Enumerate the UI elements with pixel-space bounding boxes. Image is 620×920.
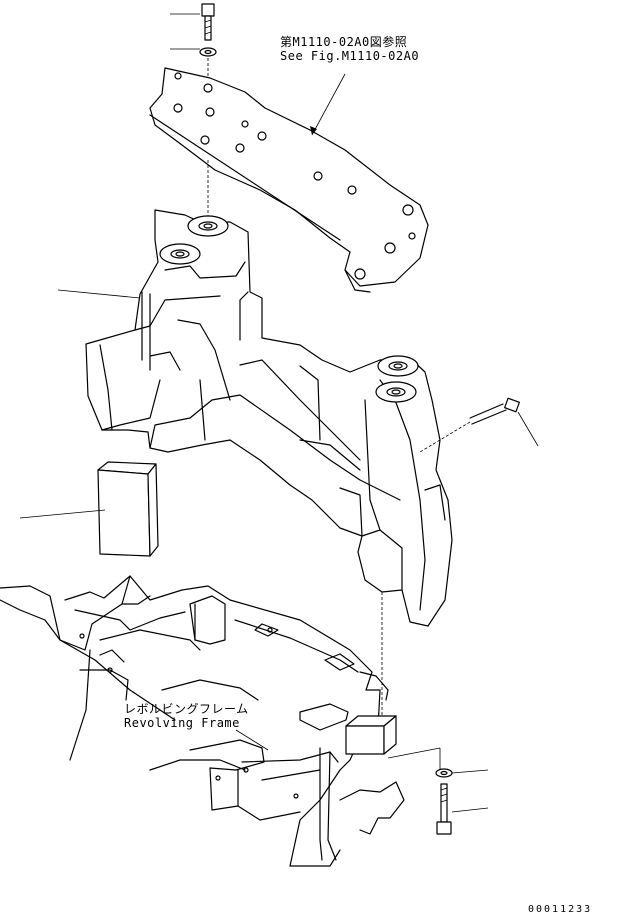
top-washer — [199, 47, 217, 57]
leader-line — [19, 509, 106, 519]
revolving-frame — [0, 575, 405, 867]
leader-line — [57, 289, 141, 299]
side-bolt — [469, 397, 520, 425]
frame-label-leader — [235, 729, 269, 751]
frame-label-english: Revolving Frame — [124, 716, 240, 730]
arrowhead-icon — [310, 126, 317, 135]
spacer-block — [97, 461, 159, 557]
leader-line — [451, 769, 489, 774]
document-number: 00011233 — [528, 904, 593, 915]
frame-label-japanese: レボルビングフレーム — [124, 702, 249, 716]
main-bracket — [85, 209, 453, 627]
reference-leader — [311, 73, 346, 136]
reference-label-english: See Fig.M1110-02A0 — [280, 49, 420, 63]
leader-line — [451, 807, 489, 813]
top-bolt — [201, 3, 215, 41]
leader-line — [387, 747, 441, 759]
leader-line — [517, 411, 539, 447]
mounting-block — [345, 715, 397, 755]
lower-washer — [435, 768, 453, 778]
reference-label-japanese: 第M1110-02A0図参照 — [280, 35, 408, 49]
lower-bolt — [436, 783, 452, 835]
upper-plate — [149, 67, 429, 293]
